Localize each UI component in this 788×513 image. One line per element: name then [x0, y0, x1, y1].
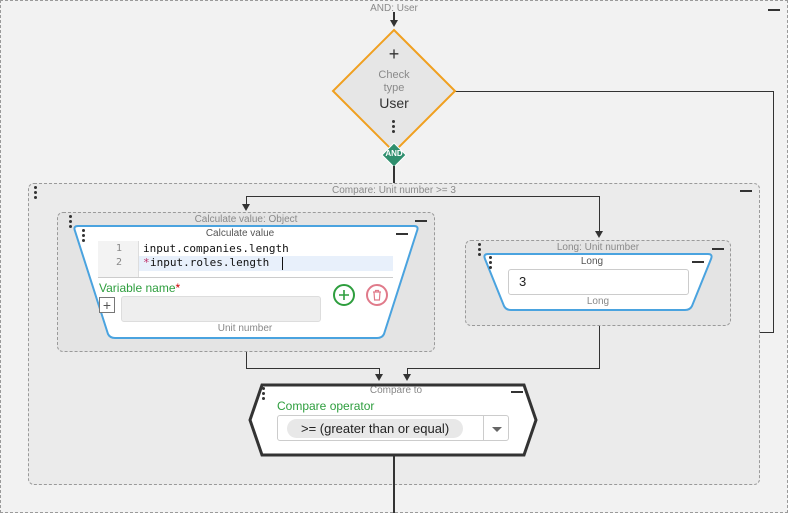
gutter [98, 241, 139, 277]
long-node-title: Long [580, 256, 604, 267]
connector [455, 91, 774, 92]
connector [773, 91, 774, 333]
active-line [139, 256, 393, 271]
line-number: 1 [116, 243, 123, 254]
code-marker: * [143, 256, 150, 269]
check-label-line1: Check [378, 69, 410, 81]
connector [393, 456, 395, 513]
connector [246, 196, 600, 197]
arrow-down-icon [595, 231, 603, 238]
line-number: 2 [116, 257, 123, 268]
drag-handle-icon[interactable] [69, 215, 72, 230]
drag-handle-icon[interactable] [262, 387, 265, 402]
collapse-icon[interactable] [712, 248, 724, 250]
compare-node-title: Compare to [369, 385, 423, 396]
and-badge-label: AND [385, 149, 403, 158]
plus-icon[interactable]: + [388, 44, 400, 64]
operator-chip: >= (greater than or equal) [287, 419, 464, 438]
connector [393, 166, 395, 183]
required-mark: * [175, 281, 181, 295]
arrow-down-icon [375, 374, 383, 381]
compare-operator-select[interactable]: >= (greater than or equal) [277, 415, 509, 441]
drag-handle-icon[interactable] [478, 243, 481, 258]
variable-name-input[interactable] [121, 296, 321, 322]
calc-node-title: Calculate value [205, 228, 275, 239]
compare-operator-label: Compare operator [277, 399, 375, 413]
text-cursor [282, 257, 283, 270]
arrow-down-icon [403, 374, 411, 381]
calc-node-footer: Unit number [217, 323, 273, 334]
drag-handle-icon[interactable] [34, 186, 37, 201]
code-line[interactable]: input.roles.length [150, 256, 270, 269]
variable-name-label-row: Variable name* [99, 281, 180, 295]
connector [599, 326, 600, 369]
code-editor[interactable]: 1 input.companies.length 2 * input.roles… [98, 241, 393, 278]
dropdown-divider [483, 416, 484, 440]
connector [393, 12, 395, 22]
arrow-down-icon [242, 204, 250, 211]
connector [246, 352, 247, 369]
collapse-icon[interactable] [511, 391, 523, 393]
long-group-title: Long: Unit number [556, 242, 640, 253]
collapse-icon[interactable] [768, 9, 780, 11]
connector [379, 368, 380, 374]
delete-button[interactable] [366, 284, 388, 306]
drag-handle-icon[interactable] [392, 120, 395, 135]
code-line[interactable]: input.companies.length [143, 242, 289, 255]
outer-group-title: AND: User [370, 3, 418, 14]
connector [407, 368, 600, 369]
collapse-icon[interactable] [415, 220, 427, 222]
chevron-down-icon[interactable] [492, 427, 502, 432]
check-label-line2: type [383, 82, 405, 94]
expand-icon[interactable]: + [99, 297, 115, 313]
drag-handle-icon[interactable] [489, 256, 492, 271]
arrow-down-icon [390, 20, 398, 27]
compare-group-title: Compare: Unit number >= 3 [332, 185, 456, 196]
calc-group-title: Calculate value: Object [194, 214, 298, 225]
collapse-icon[interactable] [396, 233, 408, 235]
connector [746, 332, 774, 333]
drag-handle-icon[interactable] [82, 229, 85, 244]
check-type-value: User [379, 95, 409, 111]
connector [246, 196, 247, 206]
variable-name-label: Variable name [99, 281, 176, 295]
collapse-icon[interactable] [692, 261, 704, 263]
long-node-footer: Long [586, 296, 610, 307]
add-button[interactable] [333, 284, 355, 306]
long-value-input[interactable]: 3 [508, 269, 689, 295]
connector [599, 196, 600, 232]
trash-icon [373, 289, 381, 301]
connector [246, 368, 380, 369]
collapse-icon[interactable] [740, 190, 752, 192]
connector [407, 368, 408, 374]
